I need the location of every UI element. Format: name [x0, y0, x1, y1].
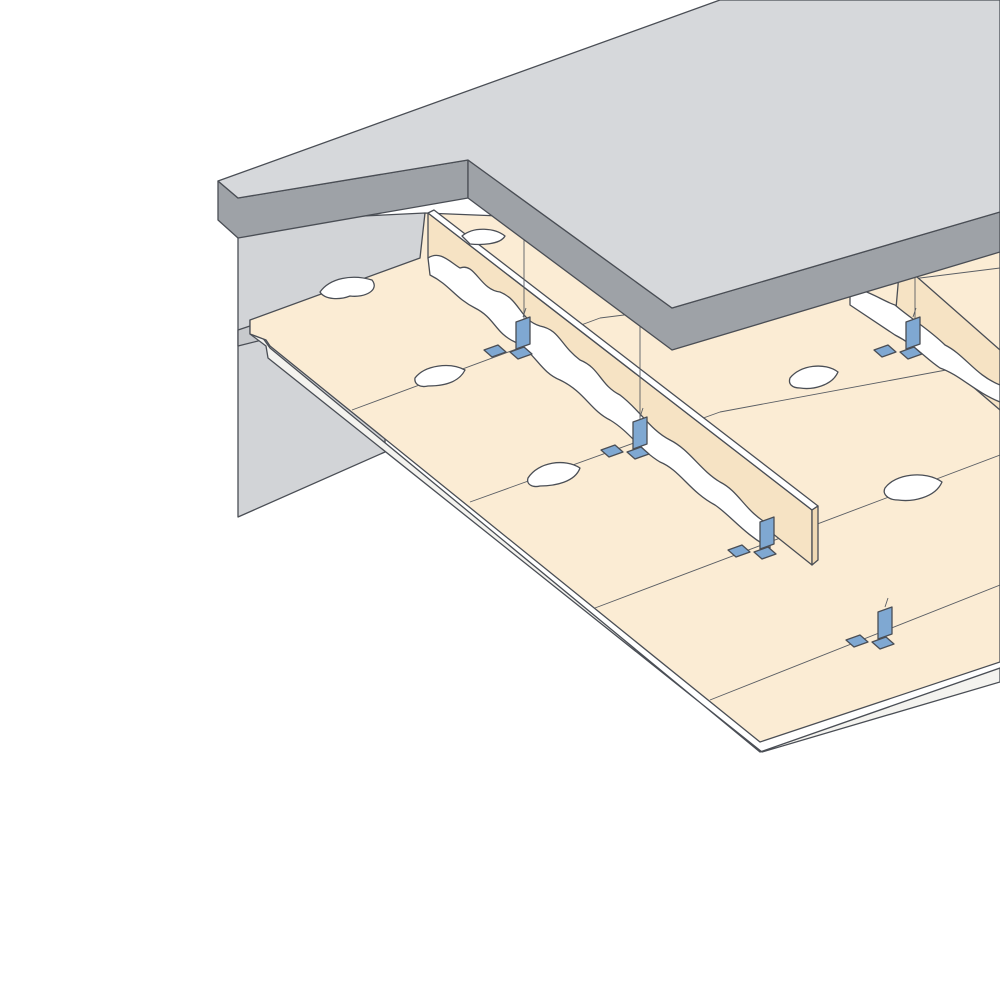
plaster-dab-icon: [319, 276, 375, 300]
hanger-bracket-icon: [873, 307, 923, 360]
plaster-dabs: [319, 228, 943, 502]
hanger-bracket-icon: [727, 516, 777, 560]
plaster-dab-icon: [526, 461, 581, 488]
slab-top: [217, 0, 1000, 309]
adhesive-strip-right: [849, 289, 1000, 403]
batten-beam-end: [811, 505, 819, 566]
board-edge: [249, 319, 1000, 753]
plaster-dab-icon: [883, 474, 943, 502]
plaster-dab-icon: [414, 364, 466, 388]
adhesive-strip-front: [427, 254, 771, 549]
hanger-brackets: [483, 307, 923, 650]
hanger-bracket-icon: [483, 307, 533, 360]
hanger-bracket-icon: [600, 407, 650, 460]
plaster-dab-icon: [461, 228, 506, 246]
plasterboard-sheet: [249, 212, 1000, 743]
plaster-dab-icon: [788, 365, 839, 390]
hanger-bracket-icon: [845, 597, 895, 650]
